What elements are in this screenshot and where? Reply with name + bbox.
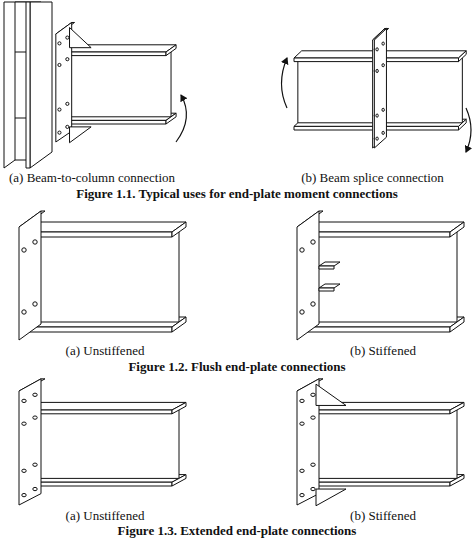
figure-caption: Figure 1.3. Extended end-plate connectio… [0, 523, 474, 538]
sub-caption: (a) Unstiffened [20, 343, 190, 358]
figure-caption: Figure 1.2. Flush end-plate connections [0, 359, 474, 374]
sub-caption: (b) Beam splice connection [280, 170, 465, 185]
sub-caption: (a) Unstiffened [20, 508, 190, 523]
figure-caption: Figure 1.1. Typical uses for end-plate m… [0, 186, 474, 201]
sub-caption: (b) Stiffened [298, 508, 468, 523]
sub-caption: (a) Beam-to-column connection [2, 170, 182, 185]
sub-caption: (b) Stiffened [298, 343, 468, 358]
